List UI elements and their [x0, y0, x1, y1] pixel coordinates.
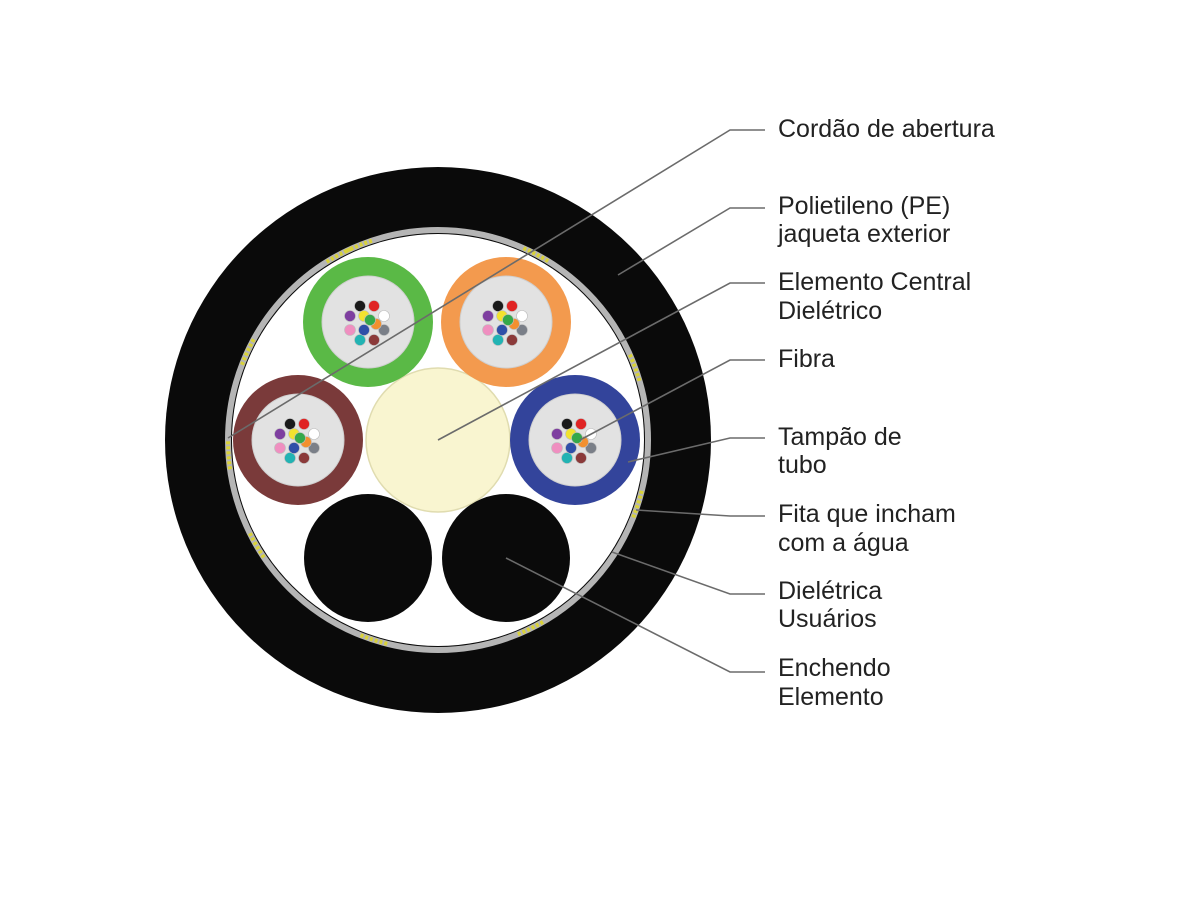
leader-outer-jacket [617, 207, 765, 276]
tape-accent-8 [226, 439, 233, 470]
fiber-4 [378, 324, 390, 336]
fiber-11 [496, 324, 508, 336]
tape-accent-2 [522, 246, 551, 264]
leader-central-member [437, 282, 765, 441]
fiber-3 [308, 428, 320, 440]
fiber-6 [561, 452, 573, 464]
fiber-12 [571, 432, 583, 444]
label-outer-jacket-line2: jaqueta exterior [777, 220, 950, 248]
tape-accent-6 [358, 632, 388, 646]
fiber-6 [284, 452, 296, 464]
fiber-11 [358, 324, 370, 336]
label-fiber: Fibra [778, 345, 835, 373]
tape-accent-9 [240, 337, 257, 366]
fiber-5 [506, 334, 518, 346]
fiber-8 [551, 428, 563, 440]
fiber-7 [551, 442, 563, 454]
leader-dielectric-users [611, 551, 765, 595]
label-outer-jacket-line1: Polietileno (PE) [778, 192, 950, 220]
orange-tube [441, 257, 571, 387]
fiber-4 [516, 324, 528, 336]
fiber-12 [294, 432, 306, 444]
fiber-7 [274, 442, 286, 454]
fiber-4 [585, 442, 597, 454]
fiber-8 [274, 428, 286, 440]
tape-accent-10 [325, 246, 354, 264]
tape-accent-5 [515, 620, 544, 637]
loose-tubes [233, 257, 640, 505]
label-central-member-line1: Elemento Central [778, 268, 971, 296]
fiber-7 [344, 324, 356, 336]
label-tube-filler-line1: Tampão de [778, 423, 902, 451]
fiber-5 [575, 452, 587, 464]
leader-tube-filler [627, 437, 765, 463]
fiber-5 [368, 334, 380, 346]
fiber-12 [502, 314, 514, 326]
leader-ripcord [227, 129, 765, 439]
leader-water-tape [635, 509, 765, 517]
label-filling-element-line2: Elemento [778, 683, 884, 711]
label-water-tape-line1: Fita que incham [778, 500, 956, 528]
component-labels: Cordão de abertura Polietileno (PE) jaqu… [777, 115, 995, 711]
fiber-1 [561, 418, 573, 430]
fiber-3 [516, 310, 528, 322]
fiber-8 [344, 310, 356, 322]
fiber-5 [298, 452, 310, 464]
label-water-tape-line2: com a água [778, 529, 909, 557]
tape-accent-7 [247, 531, 266, 559]
fiber-11 [565, 442, 577, 454]
label-tube-filler-line2: tubo [778, 451, 827, 479]
tape-accent-marks [226, 238, 644, 646]
water-swelling-tape-ring [225, 227, 651, 653]
tape-accent-4 [630, 490, 644, 520]
fiber-3 [378, 310, 390, 322]
fiber-8 [482, 310, 494, 322]
blue-tube [510, 375, 640, 505]
leader-filling-element [505, 557, 765, 673]
leader-fiber [579, 359, 765, 441]
fiber-6 [354, 334, 366, 346]
fiber-12 [364, 314, 376, 326]
fiber-6 [492, 334, 504, 346]
label-central-member-line2: Dielétrico [778, 297, 882, 325]
label-dielectric-users-line2: Usuários [778, 605, 877, 633]
fiber-1 [492, 300, 504, 312]
label-filling-element-line1: Enchendo [778, 654, 891, 682]
label-dielectric-users-line1: Dielétrica [778, 577, 882, 605]
green-tube [303, 257, 433, 387]
fiber-1 [284, 418, 296, 430]
fiber-2 [575, 418, 587, 430]
brown-tube [233, 375, 363, 505]
tape-accent-3 [628, 353, 642, 383]
leader-lines [227, 129, 765, 673]
filler-rod-left [304, 494, 432, 622]
fiber-2 [298, 418, 310, 430]
fiber-1 [354, 300, 366, 312]
fiber-2 [506, 300, 518, 312]
label-ripcord: Cordão de abertura [778, 115, 995, 143]
fiber-11 [288, 442, 300, 454]
fiber-4 [308, 442, 320, 454]
fiber-7 [482, 324, 494, 336]
fiber-2 [368, 300, 380, 312]
